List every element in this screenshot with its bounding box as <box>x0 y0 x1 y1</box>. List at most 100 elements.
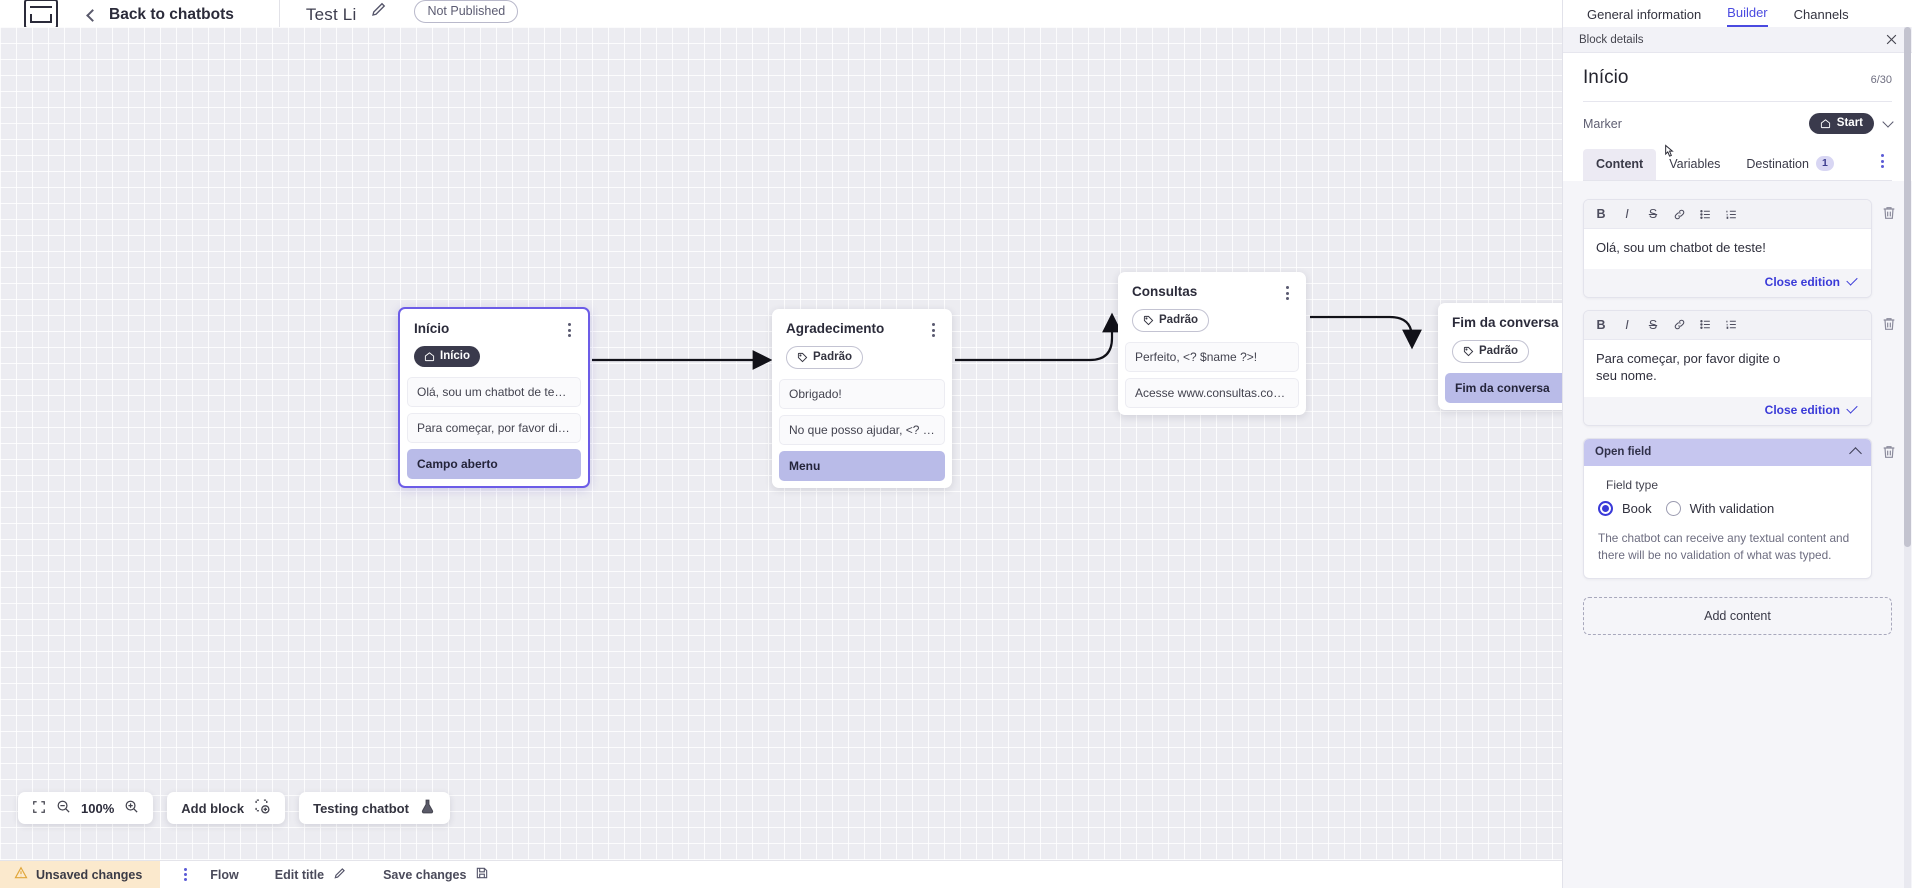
bulleted-list-icon[interactable] <box>1692 315 1718 335</box>
flow-node-fim-da-conversa[interactable]: Fim da conversa Padrão Fim da conversa <box>1438 303 1562 410</box>
link-icon[interactable] <box>1666 204 1692 224</box>
node-tag: Padrão <box>786 346 863 369</box>
testing-chatbot-button[interactable]: Testing chatbot <box>299 792 450 824</box>
home-icon <box>424 351 435 361</box>
zoom-out-icon[interactable] <box>56 799 71 817</box>
editor-text[interactable]: Olá, sou um chatbot de teste! <box>1584 229 1871 269</box>
pencil-icon[interactable] <box>370 0 388 23</box>
node-row[interactable]: Campo aberto <box>407 449 581 479</box>
panel-more-menu-icon[interactable] <box>1872 154 1892 174</box>
add-content-button[interactable]: Add content <box>1583 596 1892 635</box>
canvas-toolbar: 100% Add block Testing chatbot <box>18 792 450 824</box>
zoom-in-icon[interactable] <box>124 799 139 817</box>
bold-icon[interactable]: B <box>1596 317 1606 332</box>
save-changes-button[interactable]: Save changes <box>383 866 489 883</box>
flow-node-consultas[interactable]: Consultas Padrão Perfeito, <? $name ?>! … <box>1118 272 1306 415</box>
node-title: Início <box>414 321 450 336</box>
tab-destination[interactable]: Destination 1 <box>1733 148 1846 180</box>
node-header: Início Início <box>400 309 588 367</box>
strikethrough-icon[interactable]: S <box>1648 317 1658 332</box>
footer-menu-icon[interactable] <box>174 868 196 881</box>
status-badge: Not Published <box>414 0 519 23</box>
node-row[interactable]: Acesse www.consultas.com par... <box>1125 378 1299 408</box>
editor-text[interactable]: Para começar, por favor digite o seu nom… <box>1584 339 1794 397</box>
tab-channels[interactable]: Channels <box>1793 7 1849 22</box>
flow-node-agradecimento[interactable]: Agradecimento Padrão Obrigado! No que po… <box>772 309 952 488</box>
rich-text-editor[interactable]: B I S <box>1583 199 1872 298</box>
close-edition-button[interactable]: Close edition <box>1764 401 1858 417</box>
flow-button[interactable]: Flow <box>210 868 238 882</box>
tab-builder[interactable]: Builder <box>1727 5 1768 27</box>
node-row[interactable]: Perfeito, <? $name ?>! <box>1125 342 1299 372</box>
add-block-button[interactable]: Add block <box>167 792 286 824</box>
bulleted-list-icon[interactable] <box>1692 204 1718 224</box>
chevron-up-icon[interactable] <box>1849 446 1862 460</box>
radio-option-book[interactable]: Book <box>1598 500 1652 516</box>
content-block: B I S <box>1583 309 1899 426</box>
node-row[interactable]: No que posso ajudar, <? $name ... <box>779 415 945 445</box>
content-block: B I S <box>1583 199 1899 298</box>
back-to-chatbots-link[interactable]: Back to chatbots <box>86 6 234 24</box>
tab-general-information[interactable]: General information <box>1587 7 1702 22</box>
close-edition-button[interactable]: Close edition <box>1765 273 1858 289</box>
node-row[interactable]: Menu <box>779 451 945 481</box>
tab-content[interactable]: Content <box>1583 148 1657 180</box>
app-logo-icon[interactable] <box>24 0 58 27</box>
block-details-label: Block details <box>1579 33 1644 46</box>
bold-icon[interactable]: B <box>1596 207 1606 221</box>
flow-node-inicio[interactable]: Início Início Olá, sou um chatbot de tes… <box>398 307 590 488</box>
numbered-list-icon[interactable] <box>1718 315 1744 335</box>
unsaved-changes-status: Unsaved changes <box>0 860 161 888</box>
close-edition-label: Close edition <box>1764 402 1840 417</box>
node-tag-label: Padrão <box>1479 345 1518 357</box>
flow-canvas[interactable]: Início Início Olá, sou um chatbot de tes… <box>0 27 1562 860</box>
radio-option-with-validation[interactable]: With validation <box>1665 500 1774 516</box>
radio-with-validation-input[interactable] <box>1665 500 1681 516</box>
italic-icon[interactable]: I <box>1625 207 1629 221</box>
strikethrough-icon[interactable]: S <box>1648 207 1658 221</box>
footer-bar: Unsaved changes Flow Edit title Save cha… <box>0 860 1562 888</box>
link-icon[interactable] <box>1666 315 1692 335</box>
marker-label: Marker <box>1583 116 1622 131</box>
chevron-left-icon <box>86 8 99 22</box>
edit-title-button[interactable]: Edit title <box>275 866 347 883</box>
node-menu-icon[interactable] <box>562 321 576 339</box>
node-tag-label: Padrão <box>813 351 852 363</box>
zoom-controls[interactable]: 100% <box>18 792 154 824</box>
numbered-list-icon[interactable] <box>1718 204 1744 224</box>
tab-content-label: Content <box>1596 156 1644 171</box>
close-icon[interactable] <box>1884 32 1899 47</box>
node-row[interactable]: Para começar, por favor digite o ... <box>407 413 581 443</box>
italic-icon[interactable]: I <box>1625 317 1629 332</box>
trash-icon[interactable] <box>1881 310 1899 332</box>
rich-text-editor[interactable]: B I S <box>1583 309 1872 426</box>
panel-scrollbar[interactable] <box>1904 27 1911 888</box>
scrollbar-thumb[interactable] <box>1904 27 1911 547</box>
tab-variables[interactable]: Variables <box>1656 149 1733 180</box>
warning-triangle-icon <box>14 866 28 883</box>
chevron-down-icon[interactable] <box>1882 115 1894 128</box>
node-row[interactable]: Fim da conversa <box>1445 373 1562 403</box>
trash-icon[interactable] <box>1881 199 1899 221</box>
node-rows: Obrigado! No que posso ajudar, <? $name … <box>772 379 952 481</box>
radio-book-input[interactable] <box>1598 500 1613 516</box>
fit-screen-icon[interactable] <box>32 800 46 817</box>
field-type-radio-group: Book With validation <box>1598 500 1857 516</box>
node-row[interactable]: Obrigado! <box>779 379 945 409</box>
marker-row: Marker Start <box>1583 102 1894 148</box>
block-details-panel: General information Builder Channels Blo… <box>1562 0 1912 888</box>
node-row[interactable]: Olá, sou um chatbot de teste! <box>407 377 581 407</box>
add-block-label: Add block <box>181 800 245 816</box>
node-menu-icon[interactable] <box>926 321 940 339</box>
open-field-header[interactable]: Open field <box>1584 438 1871 466</box>
top-divider <box>278 0 280 27</box>
tag-icon <box>1143 315 1154 325</box>
content-tabs: Content Variables Destination 1 <box>1583 148 1892 181</box>
flow-label: Flow <box>210 867 239 882</box>
marker-start-badge[interactable]: Start <box>1808 113 1874 134</box>
node-tag: Início <box>414 346 481 367</box>
trash-icon[interactable] <box>1881 438 1899 460</box>
node-menu-icon[interactable] <box>1280 284 1294 302</box>
panel-subheader: Block details <box>1563 27 1912 53</box>
node-tag-label: Início <box>440 350 471 362</box>
